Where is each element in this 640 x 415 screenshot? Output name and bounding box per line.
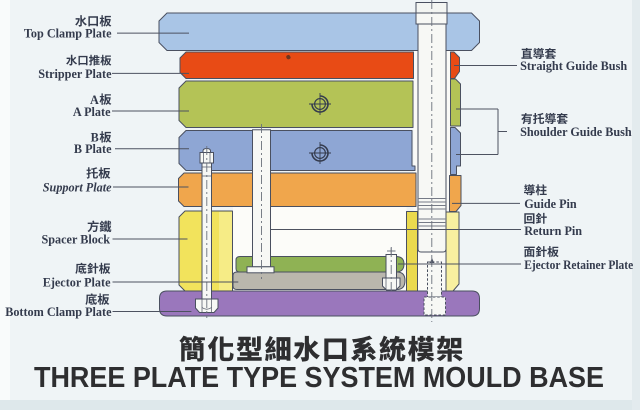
svg-text:THREE PLATE TYPE SYSTEM MOULD: THREE PLATE TYPE SYSTEM MOULD BASE bbox=[34, 362, 604, 394]
svg-text:Ejector Retainer Plate: Ejector Retainer Plate bbox=[524, 258, 634, 272]
svg-text:Ejector Plate: Ejector Plate bbox=[43, 275, 111, 289]
svg-text:Top Clamp Plate: Top Clamp Plate bbox=[24, 27, 112, 41]
svg-text:Guide Pin: Guide Pin bbox=[524, 197, 577, 211]
svg-text:Support Plate: Support Plate bbox=[43, 181, 112, 195]
svg-text:A Plate: A Plate bbox=[73, 105, 111, 119]
svg-text:Bottom Clamp Plate: Bottom Clamp Plate bbox=[5, 305, 112, 319]
svg-text:Straight Guide Bush: Straight Guide Bush bbox=[520, 59, 627, 73]
svg-text:B: B bbox=[91, 131, 99, 145]
svg-text:Return Pin: Return Pin bbox=[524, 224, 582, 238]
svg-text:Spacer Block: Spacer Block bbox=[41, 232, 110, 246]
svg-text:Shoulder Guide Bush: Shoulder Guide Bush bbox=[520, 125, 632, 139]
svg-text:A: A bbox=[90, 93, 99, 107]
svg-text:B Plate: B Plate bbox=[74, 142, 112, 156]
svg-text:Stripper Plate: Stripper Plate bbox=[38, 67, 112, 81]
